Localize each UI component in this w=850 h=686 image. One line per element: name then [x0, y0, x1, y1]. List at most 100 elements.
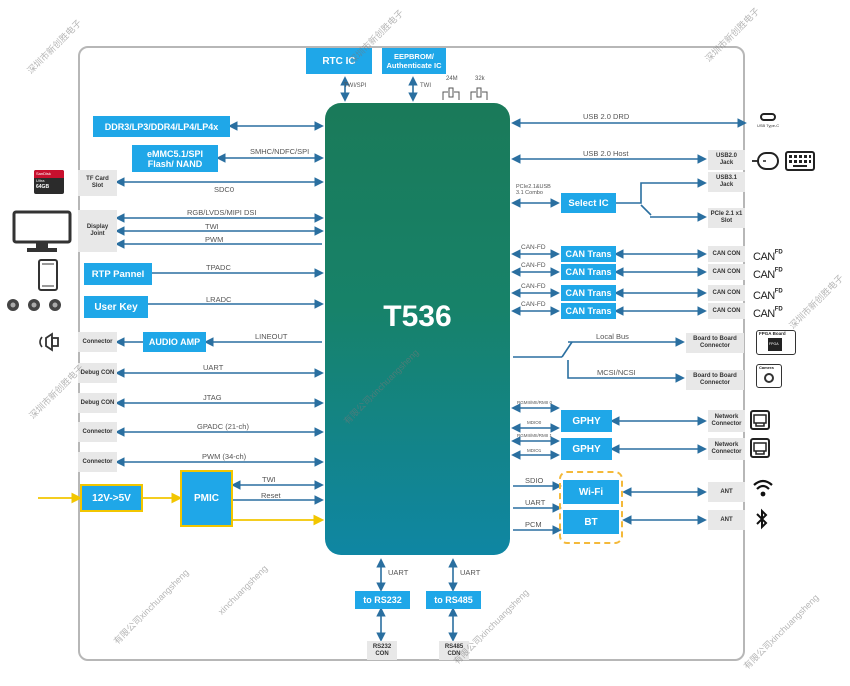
sd-card-band — [34, 170, 64, 178]
fpga-board-title: FPGA Board — [759, 331, 786, 336]
fpga-board-icon: FPGA Board FPGA — [756, 330, 796, 355]
jtag-label: JTAG — [203, 393, 222, 402]
b2b-connector-label-1: Board to Board Connector — [693, 336, 737, 349]
sd-card-size: 64GB — [36, 184, 50, 190]
network-connector-label-1: Network Connector — [711, 414, 742, 427]
rs485-con-label: RS485 CDN — [444, 643, 464, 657]
local-bus-label: Local Bus — [596, 332, 629, 341]
camera-label: Camera — [759, 365, 774, 370]
can-fd-icon-3: CANFD — [753, 286, 783, 304]
gphy-box-2: GPHY — [561, 438, 612, 460]
uart-rs485-label: UART — [460, 568, 481, 577]
can-fd-icon-2-fd: FD — [774, 267, 783, 274]
wireless-module-outline — [559, 471, 623, 544]
b2b-connector-1: Board to Board Connector — [686, 333, 744, 353]
can-fd-icon-1-can: CAN — [753, 251, 775, 263]
tablet-icon — [38, 259, 58, 291]
rs232-con-label: RS232 CON — [372, 643, 392, 657]
pcie-combo-label: PCIe2.1&USB 3.1 Combo — [516, 184, 551, 196]
ant-bt: ANT — [708, 510, 745, 530]
gpadc-connector: Connector — [78, 422, 117, 442]
can-trans-box-4: CAN Trans — [561, 303, 616, 319]
mouse-icon — [752, 152, 779, 170]
canfd-label-2: CAN-FD — [521, 262, 546, 269]
rgb-label: RGB/LVDS/MIPI DSI — [187, 208, 257, 217]
pcie-slot-label: PCIe 2.1 x1 Slot — [710, 211, 743, 224]
wifi-icon — [753, 479, 773, 497]
select-ic-box: Select IC — [561, 193, 616, 213]
smhc-label: SMHC/NDFC/SPI — [250, 147, 310, 156]
network-connector-label-2: Network Connector — [711, 442, 742, 455]
emmc-label: eMMC5.1/SPI Flash/ NAND — [146, 148, 204, 169]
uart-right-label: UART — [525, 498, 546, 507]
rgmii0-label: RGMII/MII/RMII 0 — [517, 400, 553, 405]
canfd-label-3: CAN-FD — [521, 283, 546, 290]
can-trans-box-1: CAN Trans — [561, 246, 616, 262]
eeprom-label: EEPBROM/ Authenticate IC — [386, 52, 442, 70]
usb-drd-label: USB 2.0 DRD — [583, 112, 630, 121]
can-fd-icon-4-fd: FD — [774, 306, 783, 313]
pcie-slot: PCIe 2.1 x1 Slot — [708, 208, 745, 228]
sdio-label: SDIO — [525, 476, 544, 485]
usb-host-label: USB 2.0 Host — [583, 149, 629, 158]
rgmii1-label: RGMII/MII/RMII 1 — [517, 433, 553, 438]
rs485-box: to RS485 — [426, 591, 481, 609]
usb20-jack: USB2.0 Jack — [708, 150, 745, 170]
sd-card-line: Ultra — [36, 178, 45, 183]
keyboard-icon — [785, 151, 815, 171]
tf-card-label: TF Card Slot — [86, 176, 109, 189]
user-key-box: User Key — [84, 296, 148, 318]
twi-pmic-label: TWI — [262, 475, 276, 484]
can-fd-icon-3-can: CAN — [753, 290, 775, 302]
sd-card-icon: SanDisk Ultra 64GB — [34, 170, 64, 194]
can-con-1: CAN CON — [708, 246, 745, 262]
canfd-label-1: CAN-FD — [521, 244, 546, 251]
canfd-label-4: CAN-FD — [521, 301, 546, 308]
audio-amp-box: AUDIO AMP — [143, 332, 206, 352]
uart-rs232-label: UART — [388, 568, 409, 577]
emmc-box: eMMC5.1/SPI Flash/ NAND — [132, 145, 218, 172]
usb31-jack-label: USB3.1 Jack — [715, 175, 737, 188]
power-converter-box: 12V->5V — [80, 484, 143, 512]
camera-lens — [764, 373, 774, 383]
pwm-display-label: PWM — [205, 235, 224, 244]
crystal-24m-label: 24M — [446, 76, 458, 82]
gphy-box-1: GPHY — [561, 410, 612, 432]
pcie-combo-text: PCIe2.1&USB 3.1 Combo — [516, 184, 551, 196]
camera-icon: Camera — [756, 364, 782, 388]
can-trans-box-2: CAN Trans — [561, 264, 616, 280]
ethernet-port-icon-2 — [750, 438, 770, 458]
ant-wifi: ANT — [708, 482, 745, 502]
display-joint: Display Joint — [78, 210, 117, 252]
can-fd-icon-1: CANFD — [753, 247, 783, 265]
tf-card-slot: TF Card Slot — [78, 170, 117, 196]
audio-connector: Connector — [78, 332, 117, 352]
can-fd-icon-2: CANFD — [753, 265, 783, 283]
crystal-32k-label: 32k — [475, 76, 485, 82]
usb31-jack: USB3.1 Jack — [708, 172, 745, 192]
rtp-panel-box: RTP Pannel — [84, 263, 152, 285]
sdc0-label: SDC0 — [214, 185, 235, 194]
pwm-connector: Connector — [78, 452, 117, 472]
speaker-icon — [39, 332, 59, 352]
uart-left-label: UART — [203, 363, 224, 372]
lradc-label: LRADC — [206, 295, 232, 304]
b2b-connector-2: Board to Board Connector — [686, 370, 744, 390]
rs232-con: RS232 CON — [367, 641, 397, 660]
b2b-connector-label-2: Board to Board Connector — [693, 373, 737, 386]
reset-label: Reset — [261, 491, 281, 500]
eeprom-box: EEPBROM/ Authenticate IC — [382, 48, 446, 74]
ethernet-port-icon-1 — [750, 410, 770, 430]
tpadc-label: TPADC — [206, 263, 231, 272]
network-connector-2: Network Connector — [708, 438, 745, 460]
board-outline — [78, 46, 745, 661]
usb-type-c-label: USB Type-C — [757, 123, 780, 128]
can-fd-icon-3-fd: FD — [774, 288, 783, 295]
can-fd-icon-2-can: CAN — [753, 269, 775, 281]
soc-chip — [325, 103, 510, 555]
mdio1-label: MDIO1 — [527, 448, 542, 453]
can-trans-box-3: CAN Trans — [561, 285, 616, 301]
debug-con-uart: Debug CON — [78, 363, 117, 383]
